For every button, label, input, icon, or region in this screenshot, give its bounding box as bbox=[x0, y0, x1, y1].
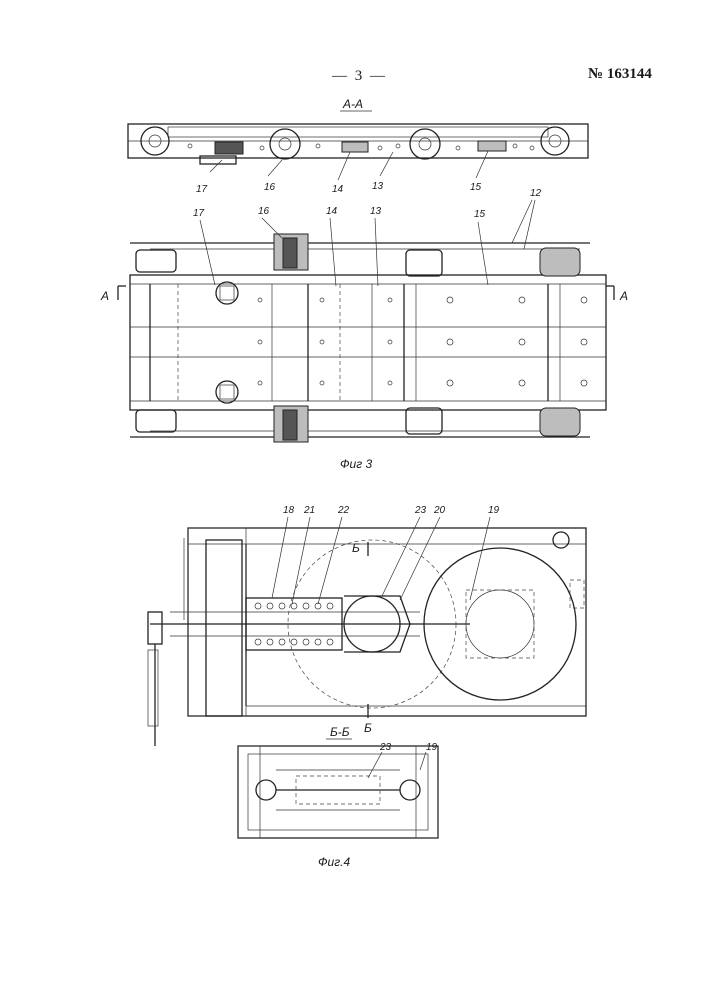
fig4-label-20: 20 bbox=[433, 505, 446, 516]
fig3-plan-label-13: 13 bbox=[370, 206, 382, 217]
fig4-label-21: 21 bbox=[303, 505, 315, 516]
fig4-section-marker-bottom: Б bbox=[364, 721, 372, 735]
roller-2 bbox=[270, 129, 300, 159]
fig4-bb-label-19: 19 bbox=[426, 742, 438, 753]
fig4-label-23: 23 bbox=[414, 505, 427, 516]
fig3-plan-label-16: 16 bbox=[258, 206, 270, 217]
fig3-aa-label-16: 16 bbox=[264, 182, 276, 193]
fig3-section-marker-left: А bbox=[100, 289, 109, 303]
fig3-aa-label-17: 17 bbox=[196, 184, 208, 195]
fig3-aa-label-15: 15 bbox=[470, 182, 482, 193]
fig4-bb-label-23: 23 bbox=[379, 742, 392, 753]
fig3-plan-label-15: 15 bbox=[474, 209, 486, 220]
fig3-plan-view: А А 17 16 14 13 15 12 Фиг 3 bbox=[100, 188, 628, 471]
fig3-plan-label-12: 12 bbox=[530, 188, 542, 199]
fig4-label-22: 22 bbox=[337, 505, 350, 516]
fig3-aa-label-13: 13 bbox=[372, 181, 384, 192]
fig4-caption: Фиг.4 bbox=[318, 855, 350, 869]
fig3-plan-label-17: 17 bbox=[193, 208, 205, 219]
fig4-section-title: Б-Б bbox=[330, 725, 350, 739]
fig3-section-aa: А-А 17 16 14 13 15 bbox=[128, 97, 588, 195]
roller-3 bbox=[410, 129, 440, 159]
fig4-main-view: Б Б 18 21 22 23 20 19 bbox=[148, 505, 586, 746]
fig4-section-bb: Б-Б 23 19 Фиг.4 bbox=[238, 725, 438, 869]
fig3-section-title: А-А bbox=[342, 97, 363, 111]
fig3-aa-label-14: 14 bbox=[332, 184, 344, 195]
fig3-plan-label-14: 14 bbox=[326, 206, 338, 217]
fig4-section-marker-top: Б bbox=[352, 541, 360, 555]
fig4-label-19: 19 bbox=[488, 505, 500, 516]
fig3-caption: Фиг 3 bbox=[340, 457, 372, 471]
fig4-label-18: 18 bbox=[283, 505, 295, 516]
fig3-section-marker-right: А bbox=[619, 289, 628, 303]
